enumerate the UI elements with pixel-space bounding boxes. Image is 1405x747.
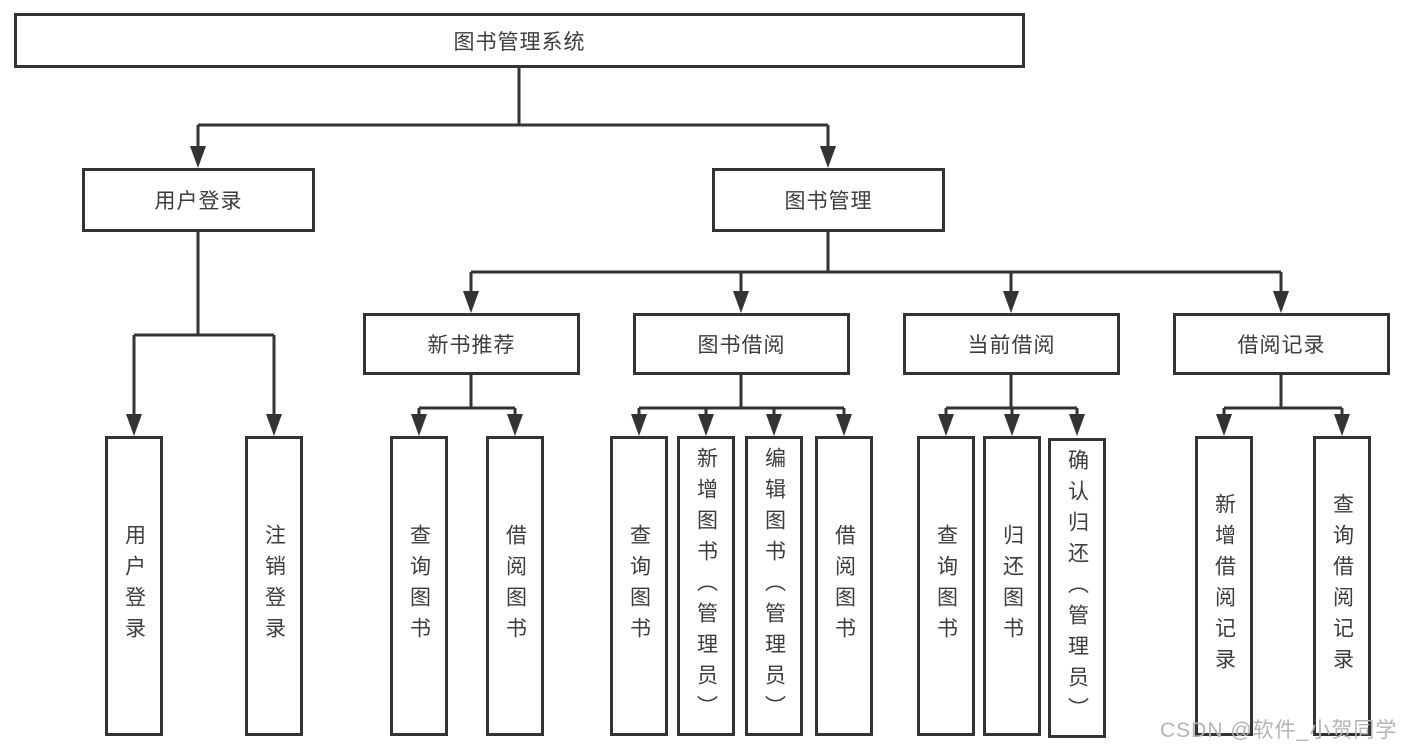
node-book-borrow: 图书借阅: [633, 313, 850, 375]
node-current-borrow-label: 当前借阅: [967, 334, 1056, 357]
node-root-label: 图书管理系统: [453, 30, 586, 54]
csdn-watermark: CSDN @软件_小贺同学: [1160, 719, 1398, 742]
leaf-confirm-return-admin: 确认归还（管理员）: [1048, 438, 1106, 738]
node-root: 图书管理系统: [14, 13, 1025, 68]
node-borrow-records: 借阅记录: [1173, 313, 1390, 375]
leaf-user-login-label: 用户登录: [122, 524, 146, 648]
leaf-logout-label: 注销登录: [262, 524, 286, 648]
node-user-login: 用户登录: [82, 168, 315, 232]
leaf-query-books-borrow: 查询图书: [610, 436, 668, 736]
leaf-user-login: 用户登录: [105, 436, 163, 736]
node-new-book-recommend-label: 新书推荐: [427, 334, 516, 357]
leaf-borrow-books-recommend: 借阅图书: [486, 436, 544, 736]
node-new-book-recommend: 新书推荐: [363, 313, 580, 375]
leaf-add-borrow-record-label: 新增借阅记录: [1212, 493, 1236, 679]
leaf-return-book: 归还图书: [983, 436, 1041, 736]
leaf-logout: 注销登录: [245, 436, 303, 736]
leaf-confirm-return-admin-label: 确认归还（管理员）: [1065, 448, 1089, 728]
node-book-management: 图书管理: [712, 168, 945, 232]
leaf-query-borrow-record: 查询借阅记录: [1313, 436, 1371, 736]
leaf-borrow-books-recommend-label: 借阅图书: [503, 524, 527, 648]
leaf-edit-book-admin: 编辑图书（管理员）: [745, 436, 803, 736]
leaf-query-books-current: 查询图书: [917, 436, 975, 736]
node-borrow-records-label: 借阅记录: [1237, 334, 1326, 357]
leaf-query-borrow-record-label: 查询借阅记录: [1330, 493, 1354, 679]
leaf-edit-book-admin-label: 编辑图书（管理员）: [762, 446, 786, 726]
node-book-management-label: 图书管理: [784, 190, 873, 213]
leaf-query-books-borrow-label: 查询图书: [627, 524, 651, 648]
leaf-query-books-recommend: 查询图书: [390, 436, 448, 736]
leaf-borrow-books-label: 借阅图书: [832, 524, 856, 648]
leaf-add-borrow-record: 新增借阅记录: [1195, 436, 1253, 736]
leaf-add-book-admin: 新增图书（管理员）: [677, 436, 735, 736]
leaf-query-books-recommend-label: 查询图书: [407, 524, 431, 648]
leaf-query-books-current-label: 查询图书: [934, 524, 958, 648]
leaf-borrow-books: 借阅图书: [815, 436, 873, 736]
node-book-borrow-label: 图书借阅: [697, 334, 786, 357]
leaf-add-book-admin-label: 新增图书（管理员）: [694, 446, 718, 726]
leaf-return-book-label: 归还图书: [1000, 524, 1024, 648]
node-user-login-label: 用户登录: [154, 190, 243, 213]
node-current-borrow: 当前借阅: [903, 313, 1120, 375]
